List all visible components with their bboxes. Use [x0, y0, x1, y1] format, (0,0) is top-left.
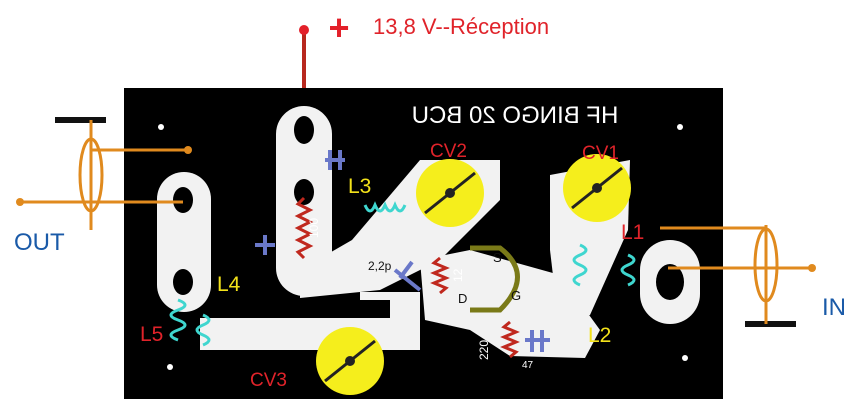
mounting-hole-icon: [167, 364, 173, 370]
out-connector: [16, 117, 192, 230]
trimmer-cv2-icon: [416, 159, 484, 227]
pad-hole-icon: [173, 187, 193, 213]
label-c22: 2,2p: [368, 259, 392, 273]
capacitor-47-icon: [525, 330, 550, 352]
mounting-hole-icon: [158, 124, 164, 130]
label-cv2: CV2: [430, 141, 467, 162]
supply-voltage-label: 13,8 V--Réception: [373, 14, 549, 39]
mounting-hole-icon: [682, 355, 688, 361]
label-r100: 100: [307, 218, 321, 238]
label-fet-d: D: [458, 291, 467, 306]
label-l5: L5: [140, 323, 163, 346]
inductor-l1-icon: [620, 253, 636, 287]
label-c47: 47: [522, 360, 534, 371]
label-r220: 220: [477, 340, 491, 360]
label-l1: L1: [621, 221, 644, 244]
label-fet-s: S: [493, 250, 502, 265]
pad-hole-icon: [173, 269, 193, 295]
label-cv1: CV1: [582, 143, 619, 164]
copper-trace-bottom: [200, 318, 420, 350]
pad-hole-icon: [294, 116, 314, 144]
pad-hole-icon: [656, 264, 684, 300]
label-l3: L3: [348, 175, 371, 198]
resistor-100-icon: [294, 196, 314, 260]
label-l4: L4: [217, 273, 241, 296]
capacitor-out-icon: [255, 235, 275, 255]
inductor-l5-icon: [195, 313, 211, 347]
label-fet-g: G: [511, 288, 521, 303]
label-l2: L2: [588, 324, 611, 347]
supply-plus-symbol: +: [328, 7, 349, 48]
resistor-12-icon: [430, 256, 450, 295]
mounting-hole-icon: [677, 124, 683, 130]
copper-trace-mid: [360, 292, 420, 350]
supply-dot: [299, 25, 309, 35]
inductor-l2-icon: [572, 243, 588, 287]
in-port-label: IN: [822, 294, 846, 321]
label-cv3: CV3: [250, 370, 287, 391]
trimmer-cv1-icon: [563, 154, 631, 222]
in-connector: [660, 225, 816, 327]
capacitor-22p-icon: [393, 260, 422, 292]
label-r12: 12: [451, 268, 465, 282]
pad-hole-icon: [294, 179, 314, 205]
inductor-l4-icon: [169, 298, 187, 342]
trimmer-cv3-icon: [316, 327, 384, 395]
out-port-label: OUT: [14, 229, 65, 256]
copper-pad-out: [157, 172, 211, 312]
inductor-cv2-coil-icon: [363, 201, 407, 213]
board-title: HF BINGO 20 BCU: [412, 102, 619, 129]
resistor-220-icon: [500, 320, 520, 359]
fet-transistor-icon: [470, 245, 520, 313]
capacitor-l3-icon: [325, 150, 345, 170]
